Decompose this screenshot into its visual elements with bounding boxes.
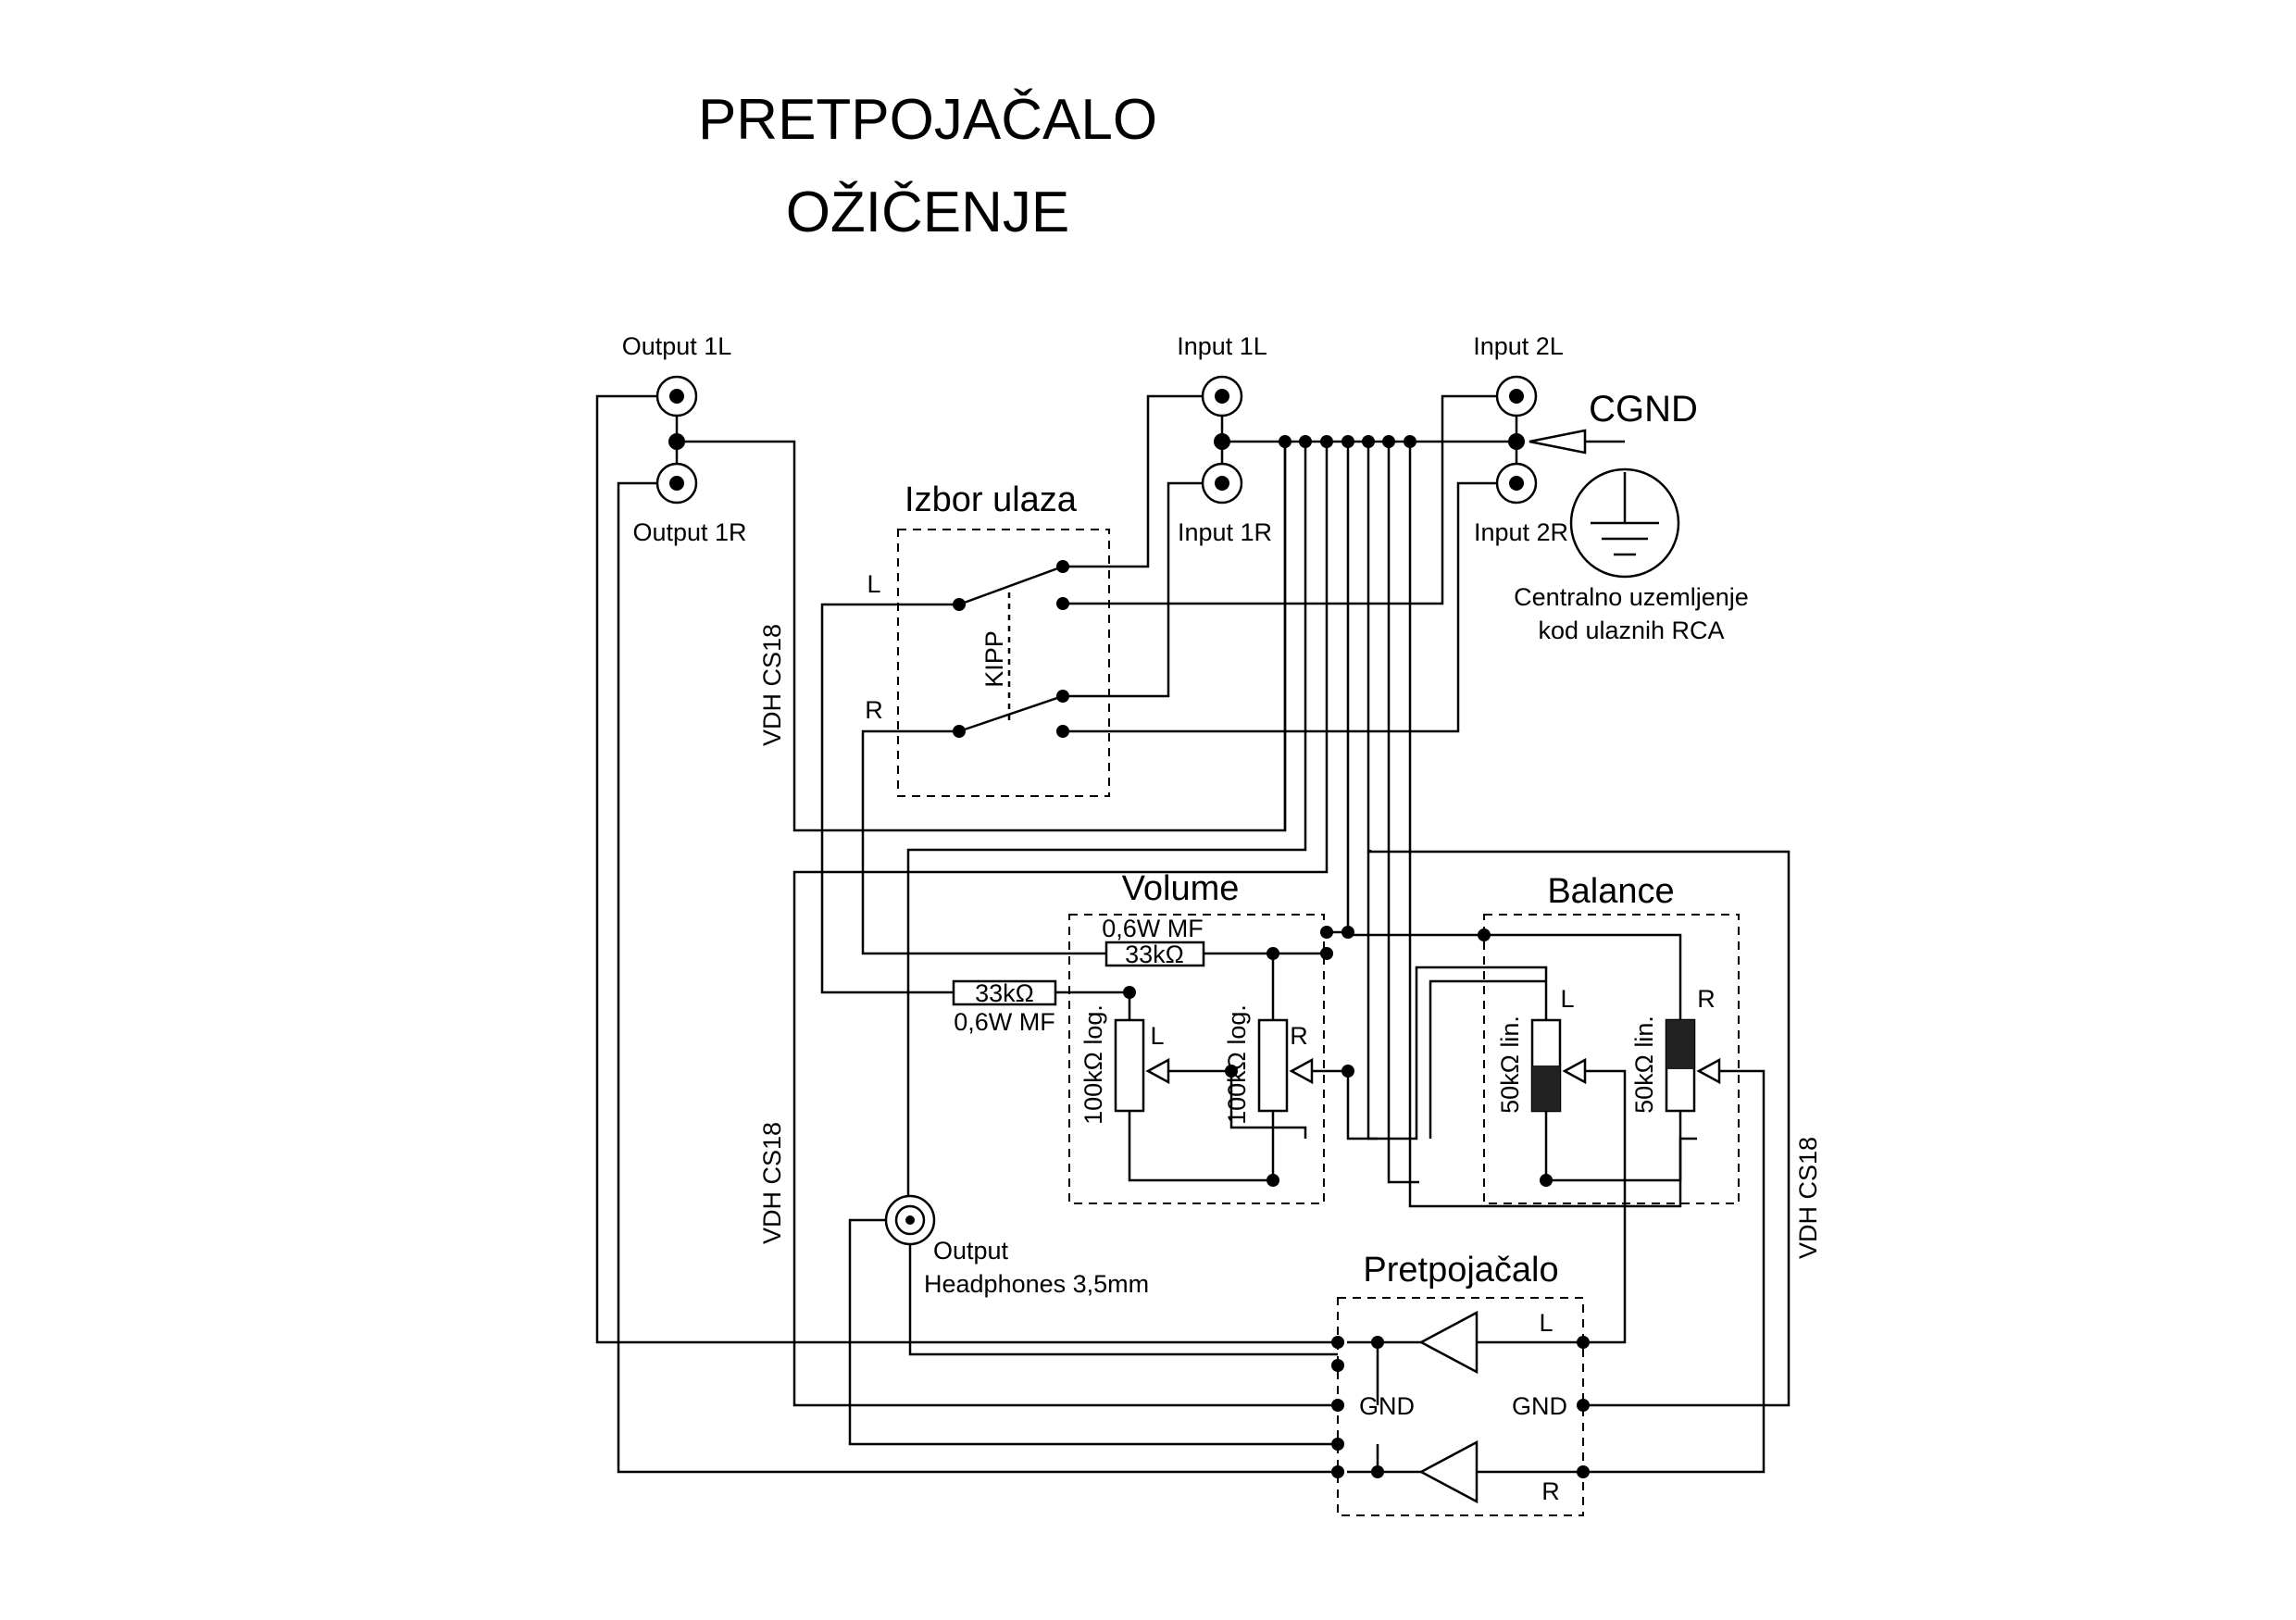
volume-label-l: L xyxy=(1150,1022,1164,1050)
rca-input-1l-icon xyxy=(1201,375,1243,417)
resistor-33k-top xyxy=(1104,941,1205,967)
volume-pot-right-value: 100kΩ log. xyxy=(1223,1004,1251,1125)
amp-right-icon xyxy=(1418,1439,1479,1504)
balance-title: Balance xyxy=(1547,872,1674,911)
label-kipp: KIPP xyxy=(980,630,1008,688)
selector-title: Izbor ulaza xyxy=(905,480,1078,519)
label-input-1l: Input 1L xyxy=(1177,332,1267,360)
amp-left-icon xyxy=(1418,1310,1479,1375)
rca-input-2r-icon xyxy=(1495,462,1538,505)
cable-label-right: VDH CS18 xyxy=(1794,1137,1822,1259)
junctions xyxy=(668,433,1590,1478)
preamp-label-l: L xyxy=(1539,1309,1553,1337)
label-input-1r: Input 1R xyxy=(1178,518,1272,546)
ground-note-line-2: kod ulaznih RCA xyxy=(1538,617,1724,644)
balance-pot-left-value: 50kΩ lin. xyxy=(1496,1016,1524,1114)
balance-pot-right-value: 50kΩ lin. xyxy=(1630,1016,1658,1114)
volume-pot-right xyxy=(1257,1018,1314,1113)
preamp-label-gnd-right: GND xyxy=(1512,1392,1567,1420)
cable-label-left-bottom: VDH CS18 xyxy=(758,1122,786,1244)
balance-pot-left xyxy=(1530,1018,1587,1113)
volume-label-r: R xyxy=(1290,1022,1308,1050)
title-line-1: PRETPOJAČALO xyxy=(698,88,1157,152)
balance-label-l: L xyxy=(1560,985,1574,1013)
volume-pot-left-value: 100kΩ log. xyxy=(1079,1004,1107,1125)
label-output-1l: Output 1L xyxy=(622,332,732,360)
label-input-2l: Input 2L xyxy=(1473,332,1564,360)
balance-label-r: R xyxy=(1697,985,1716,1013)
kipp-switch xyxy=(953,560,1069,738)
title-line-2: OŽIČENJE xyxy=(786,181,1070,244)
selector-label-l: L xyxy=(867,570,880,598)
volume-resistor-top-value: 33kΩ xyxy=(1125,941,1184,968)
preamp-label-gnd-left: GND xyxy=(1359,1392,1415,1420)
rca-output-1l-icon xyxy=(655,375,698,417)
rca-output-1r-icon xyxy=(655,462,698,505)
selector-box xyxy=(897,529,1110,797)
ground-note-line-1: Centralno uzemljenje xyxy=(1514,583,1749,611)
ground-icon xyxy=(1529,429,1680,579)
label-output-1r: Output 1R xyxy=(632,518,746,546)
volume-resistor-left-value: 33kΩ xyxy=(975,979,1034,1007)
preamp-title: Pretpojačalo xyxy=(1363,1251,1558,1290)
preamp-label-r: R xyxy=(1541,1477,1560,1505)
cable-label-left-top: VDH CS18 xyxy=(758,624,786,746)
volume-title: Volume xyxy=(1122,869,1240,908)
headphone-jack-icon xyxy=(884,1194,936,1246)
headphones-label-line-1: Output xyxy=(933,1237,1009,1265)
wires xyxy=(595,394,1791,1474)
volume-resistor-top-power: 0,6W MF xyxy=(1102,915,1204,942)
selector-label-r: R xyxy=(865,696,883,724)
volume-box xyxy=(1068,914,1325,1204)
balance-pot-right xyxy=(1665,1018,1721,1113)
volume-resistor-left-power: 0,6W MF xyxy=(954,1008,1055,1036)
headphones-label-line-2: Headphones 3,5mm xyxy=(924,1270,1149,1298)
label-cgnd: CGND xyxy=(1589,389,1698,430)
volume-pot-left xyxy=(1114,1018,1170,1113)
balance-box xyxy=(1483,914,1740,1204)
rca-input-1r-icon xyxy=(1201,462,1243,505)
resistor-33k-left xyxy=(952,979,1057,1006)
rca-input-2l-icon xyxy=(1495,375,1538,417)
label-input-2r: Input 2R xyxy=(1474,518,1568,546)
